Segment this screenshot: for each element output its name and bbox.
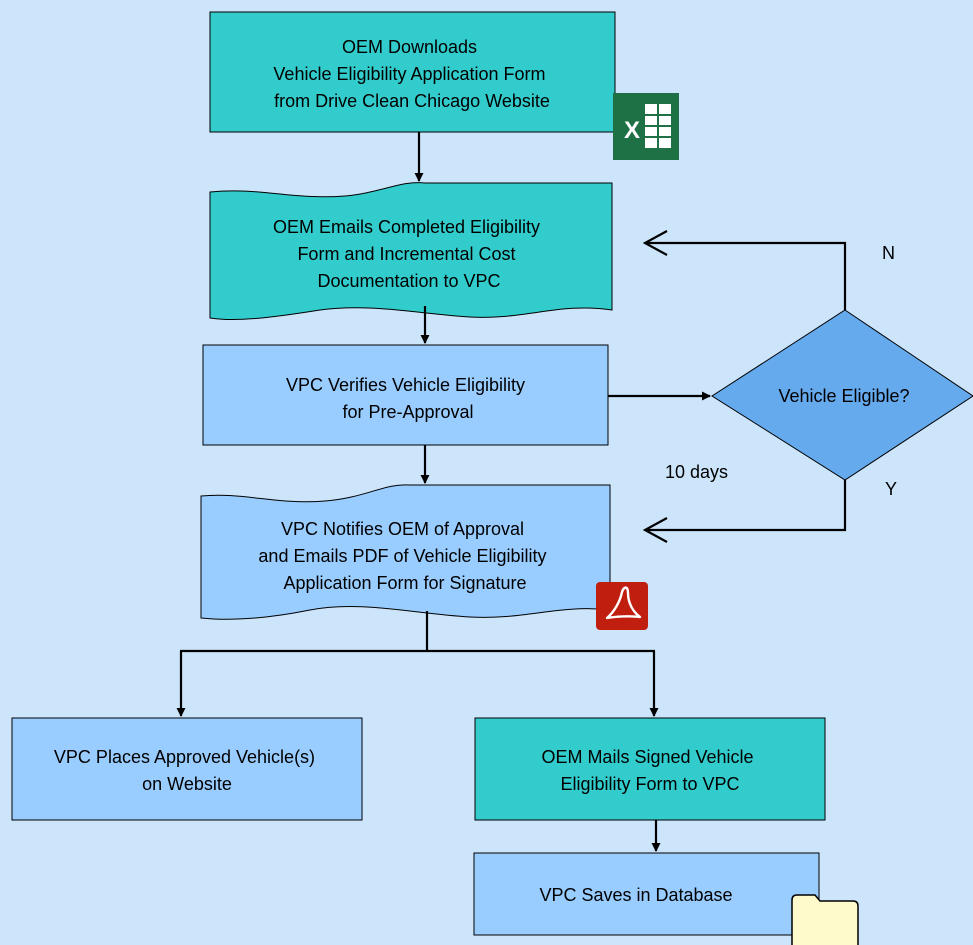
decision-label: Vehicle Eligible? [778, 386, 909, 406]
download-label: OEM Downloads Vehicle Eligibility Applic… [273, 37, 550, 111]
arrow-head-yes [642, 517, 668, 543]
pdf-icon [596, 582, 648, 630]
verify-node [202, 344, 609, 446]
line-decision-yes [645, 480, 847, 532]
yes-label: Y [885, 479, 897, 499]
line-decision-no [645, 241, 847, 310]
excel-icon: X [613, 93, 679, 160]
website-label: VPC Places Approved Vehicle(s) on Websit… [54, 747, 320, 794]
verify-label: VPC Verifies Vehicle Eligibility for Pre… [286, 375, 530, 422]
mail-node [474, 717, 826, 821]
save-label: VPC Saves in Database [539, 885, 732, 905]
website-node [11, 717, 363, 821]
days-label: 10 days [665, 462, 728, 482]
email-document-node [209, 182, 613, 321]
arrow-head-no [642, 230, 668, 256]
email-label: OEM Emails Completed Eligibility Form an… [273, 217, 545, 291]
notify-document-node [200, 484, 611, 620]
mail-label: OEM Mails Signed Vehicle Eligibility For… [541, 747, 758, 794]
save-node [473, 852, 820, 936]
excel-icon-letter: X [624, 117, 640, 144]
folder-icon [791, 894, 859, 945]
notify-label: VPC Notifies OEM of Approval and Emails … [258, 519, 551, 593]
no-label: N [882, 243, 895, 263]
download-node [209, 11, 616, 133]
